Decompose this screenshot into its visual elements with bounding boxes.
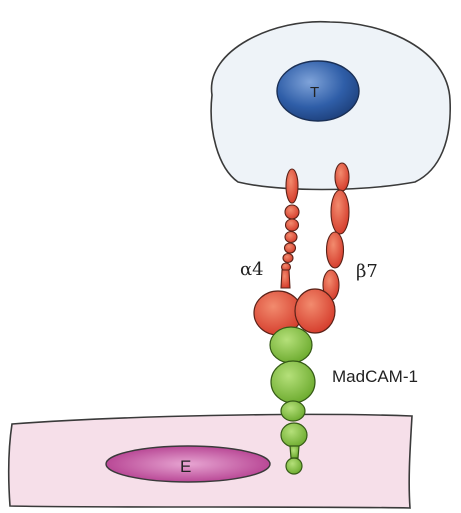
madcam1-label: MadCAM-1 [332, 367, 418, 386]
alpha4-segment [286, 219, 299, 231]
madcam1-domain [286, 458, 302, 474]
madcam1-domain [281, 423, 307, 447]
beta7-label: β7 [356, 261, 378, 282]
alpha4-segment [285, 205, 299, 219]
beta7-head [295, 289, 335, 333]
endothelial-cell: E [9, 414, 412, 508]
alpha4-segment [285, 243, 296, 253]
beta7-segment [327, 232, 344, 268]
beta7-segment [331, 190, 349, 234]
madcam1-domain [271, 361, 315, 403]
madcam1-domain [281, 401, 305, 421]
t-cell-nucleus-label: T [310, 84, 319, 101]
alpha4-segment [286, 169, 298, 203]
alpha4-segment [283, 254, 293, 263]
madcam1-stalk [290, 446, 299, 458]
madcam1-domain [270, 327, 312, 363]
alpha4-label: α4 [240, 259, 264, 280]
beta7-segment [335, 163, 349, 191]
endothelial-nucleus-label: E [180, 457, 191, 476]
alpha4-segment [285, 232, 297, 243]
alpha4-stalk [281, 270, 290, 288]
t-cell: T [211, 22, 450, 190]
